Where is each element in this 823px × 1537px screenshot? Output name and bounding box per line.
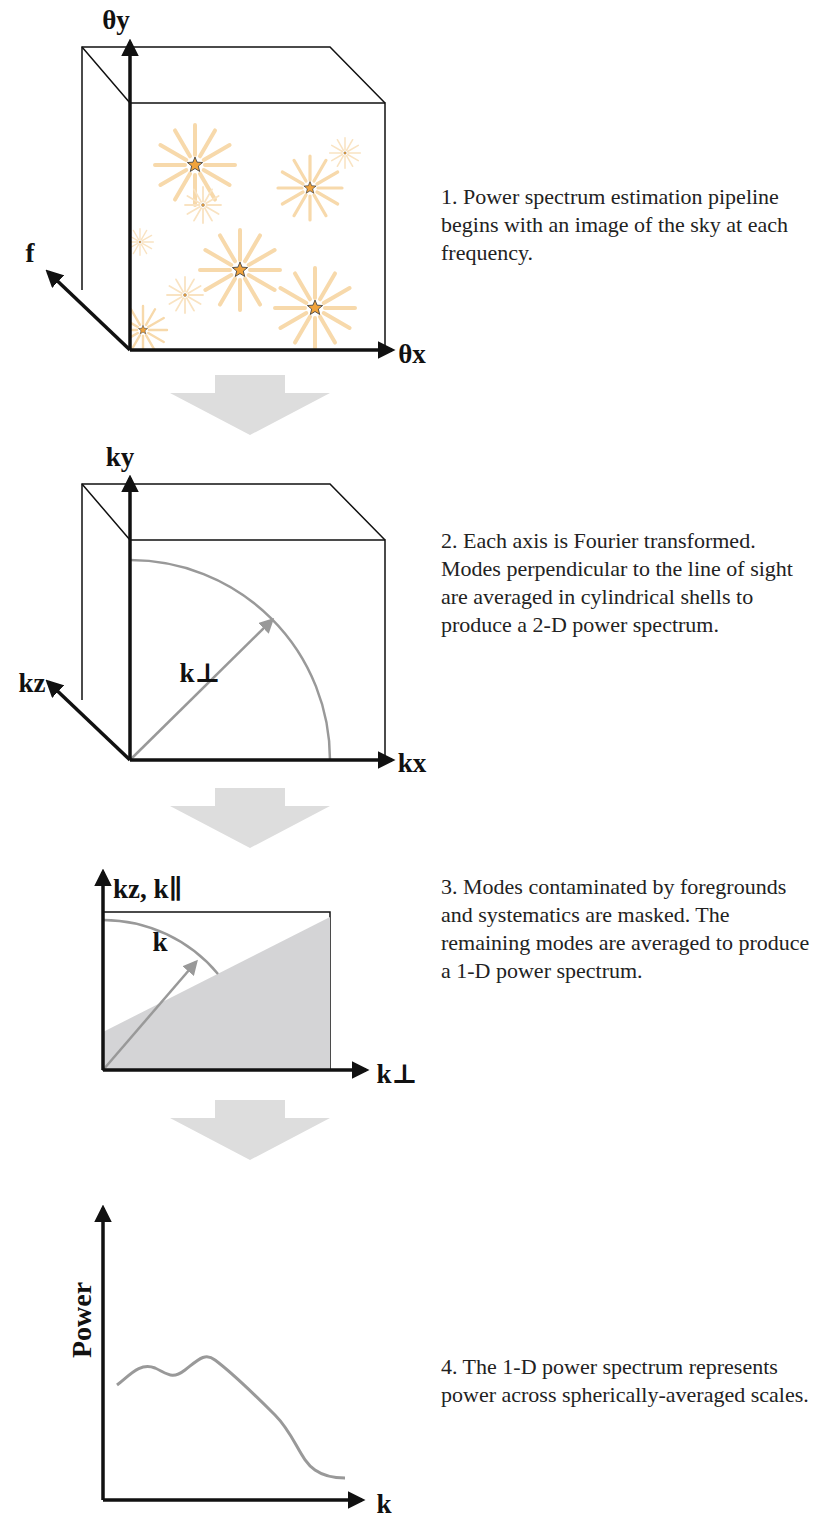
- axis-label: k⊥: [377, 1058, 418, 1090]
- axis-label: f: [26, 238, 35, 269]
- step-text: 1. Power spectrum estimation pipeline be…: [441, 183, 813, 267]
- step-text: 2. Each axis is Fourier transformed. Mod…: [441, 527, 813, 639]
- step-text: 4. The 1-D power spectrum represents pow…: [441, 1353, 813, 1409]
- axis-label: kz: [19, 668, 46, 699]
- axis-label: ky: [106, 442, 135, 473]
- axis-title: Power: [66, 1282, 98, 1358]
- axis-label: θy: [102, 5, 130, 36]
- axis-label: k: [376, 1489, 391, 1520]
- step-text: 3. Modes contaminated by foregrounds and…: [441, 873, 813, 985]
- axis-label: k: [152, 927, 167, 958]
- axis-label: θx: [398, 339, 426, 370]
- axis-label: kz, k∥: [113, 873, 183, 905]
- axis-label: k⊥: [180, 657, 221, 689]
- axis-label: kx: [398, 748, 427, 779]
